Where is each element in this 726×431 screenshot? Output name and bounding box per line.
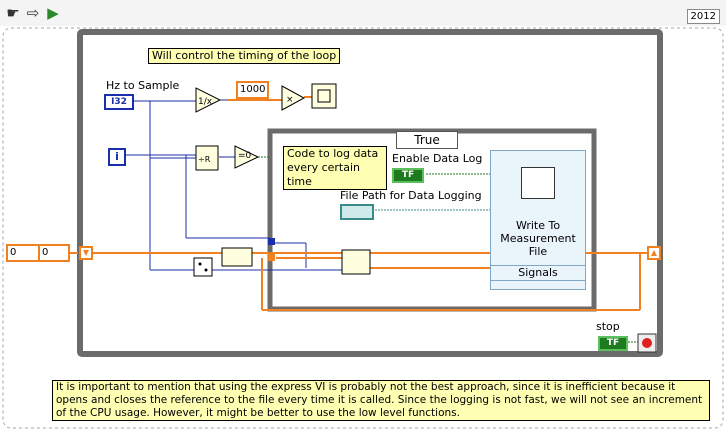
filepath-control[interactable]: [340, 204, 374, 220]
hz-label: Hz to Sample: [106, 79, 180, 92]
stop-indicator: TF: [598, 336, 628, 351]
inner-initial-constant[interactable]: 0: [38, 244, 70, 262]
stop-label: stop: [596, 320, 620, 333]
express-vi-icon: [521, 167, 555, 199]
svg-text:1/x: 1/x: [198, 97, 213, 107]
express-vi-title: Write To Measurement File: [500, 219, 576, 258]
svg-text:÷R: ÷R: [198, 155, 211, 164]
enable-label: Enable Data Log: [392, 152, 483, 165]
enable-control[interactable]: TF: [392, 168, 424, 183]
run-continuously-icon[interactable]: ▶: [47, 4, 59, 22]
hand-icon[interactable]: ☛: [6, 4, 20, 22]
integer-wires: [124, 99, 342, 271]
equal-zero-function: =0: [238, 151, 252, 161]
run-arrow-icon[interactable]: ⇨: [26, 4, 40, 22]
version-label: 2012: [686, 9, 720, 24]
multiplier-constant[interactable]: 1000: [236, 81, 270, 99]
functions: 1/x × ÷R: [193, 83, 371, 277]
stop-terminal: [637, 333, 657, 353]
while-loop: [77, 29, 663, 357]
toolbar: ☛ ⇨ ▶ 2012: [0, 0, 726, 26]
timing-comment: Will control the timing of the loop: [148, 48, 341, 64]
case-selector-label: True: [414, 133, 440, 147]
signals-input[interactable]: Signals: [491, 265, 585, 281]
hz-control[interactable]: I32: [104, 94, 134, 110]
write-measurement-file-vi[interactable]: Write To Measurement File Signals: [490, 150, 586, 290]
log-comment: Code to log data every certain time: [283, 146, 387, 190]
svg-text:×: ×: [286, 95, 294, 105]
iteration-terminal: i: [108, 148, 126, 166]
outer-initial-constant[interactable]: 0: [6, 244, 42, 262]
filepath-label: File Path for Data Logging: [340, 189, 482, 202]
shift-registers: [79, 246, 661, 260]
case-selector[interactable]: True: [396, 131, 458, 149]
boolean-wires: [258, 156, 638, 343]
note-comment: It is important to mention that using th…: [52, 380, 710, 421]
